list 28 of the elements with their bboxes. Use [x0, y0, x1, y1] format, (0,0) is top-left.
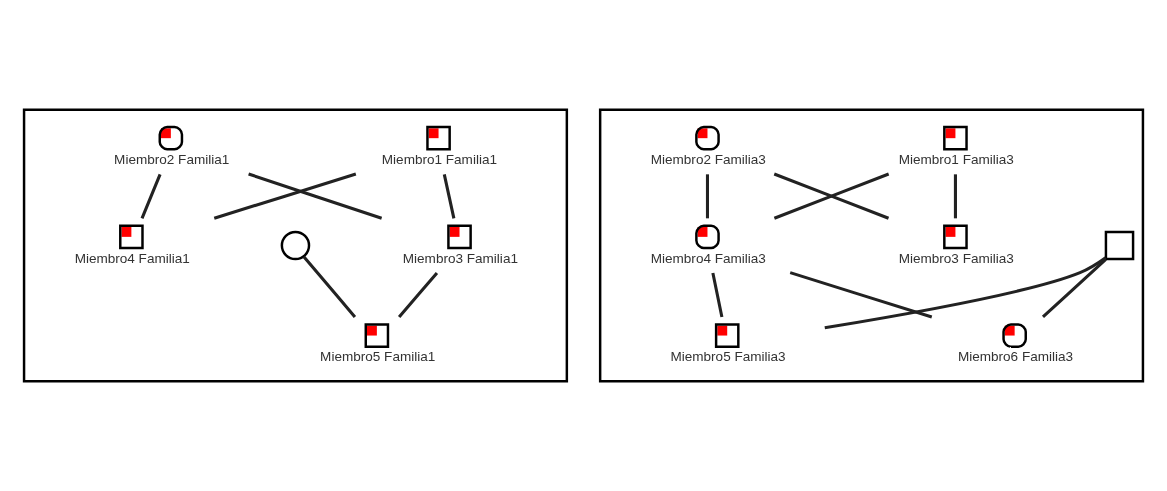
connector [824, 256, 1107, 330]
node-label: Miembro2 Familia1 [114, 151, 230, 167]
node-label: Miembro3 Familia1 [402, 250, 518, 266]
connector [789, 271, 933, 319]
node-circle [280, 230, 311, 261]
node-label: Miembro6 Familia3 [957, 349, 1074, 365]
connector [953, 174, 957, 219]
connector [705, 174, 709, 219]
connector [302, 255, 357, 318]
node-label: Miembro3 Familia3 [898, 250, 1014, 266]
connector [140, 173, 162, 219]
connector [711, 272, 724, 318]
node-label: Miembro1 Familia3 [898, 151, 1014, 167]
node-box [1104, 230, 1135, 261]
node-label: Miembro5 Familia3 [670, 349, 786, 365]
node-label: Miembro4 Familia1 [74, 250, 190, 266]
connector [213, 172, 357, 220]
node-label: Miembro1 Familia1 [381, 151, 497, 167]
connector [397, 272, 439, 319]
node-label: Miembro5 Familia1 [320, 349, 436, 365]
connector [442, 174, 456, 219]
node-label: Miembro4 Familia3 [650, 250, 766, 266]
cluster [22, 108, 569, 383]
connector [773, 172, 890, 220]
connector [248, 172, 383, 220]
node-label: Miembro2 Familia3 [650, 151, 766, 167]
cluster [598, 108, 1145, 383]
connector [1041, 258, 1107, 319]
